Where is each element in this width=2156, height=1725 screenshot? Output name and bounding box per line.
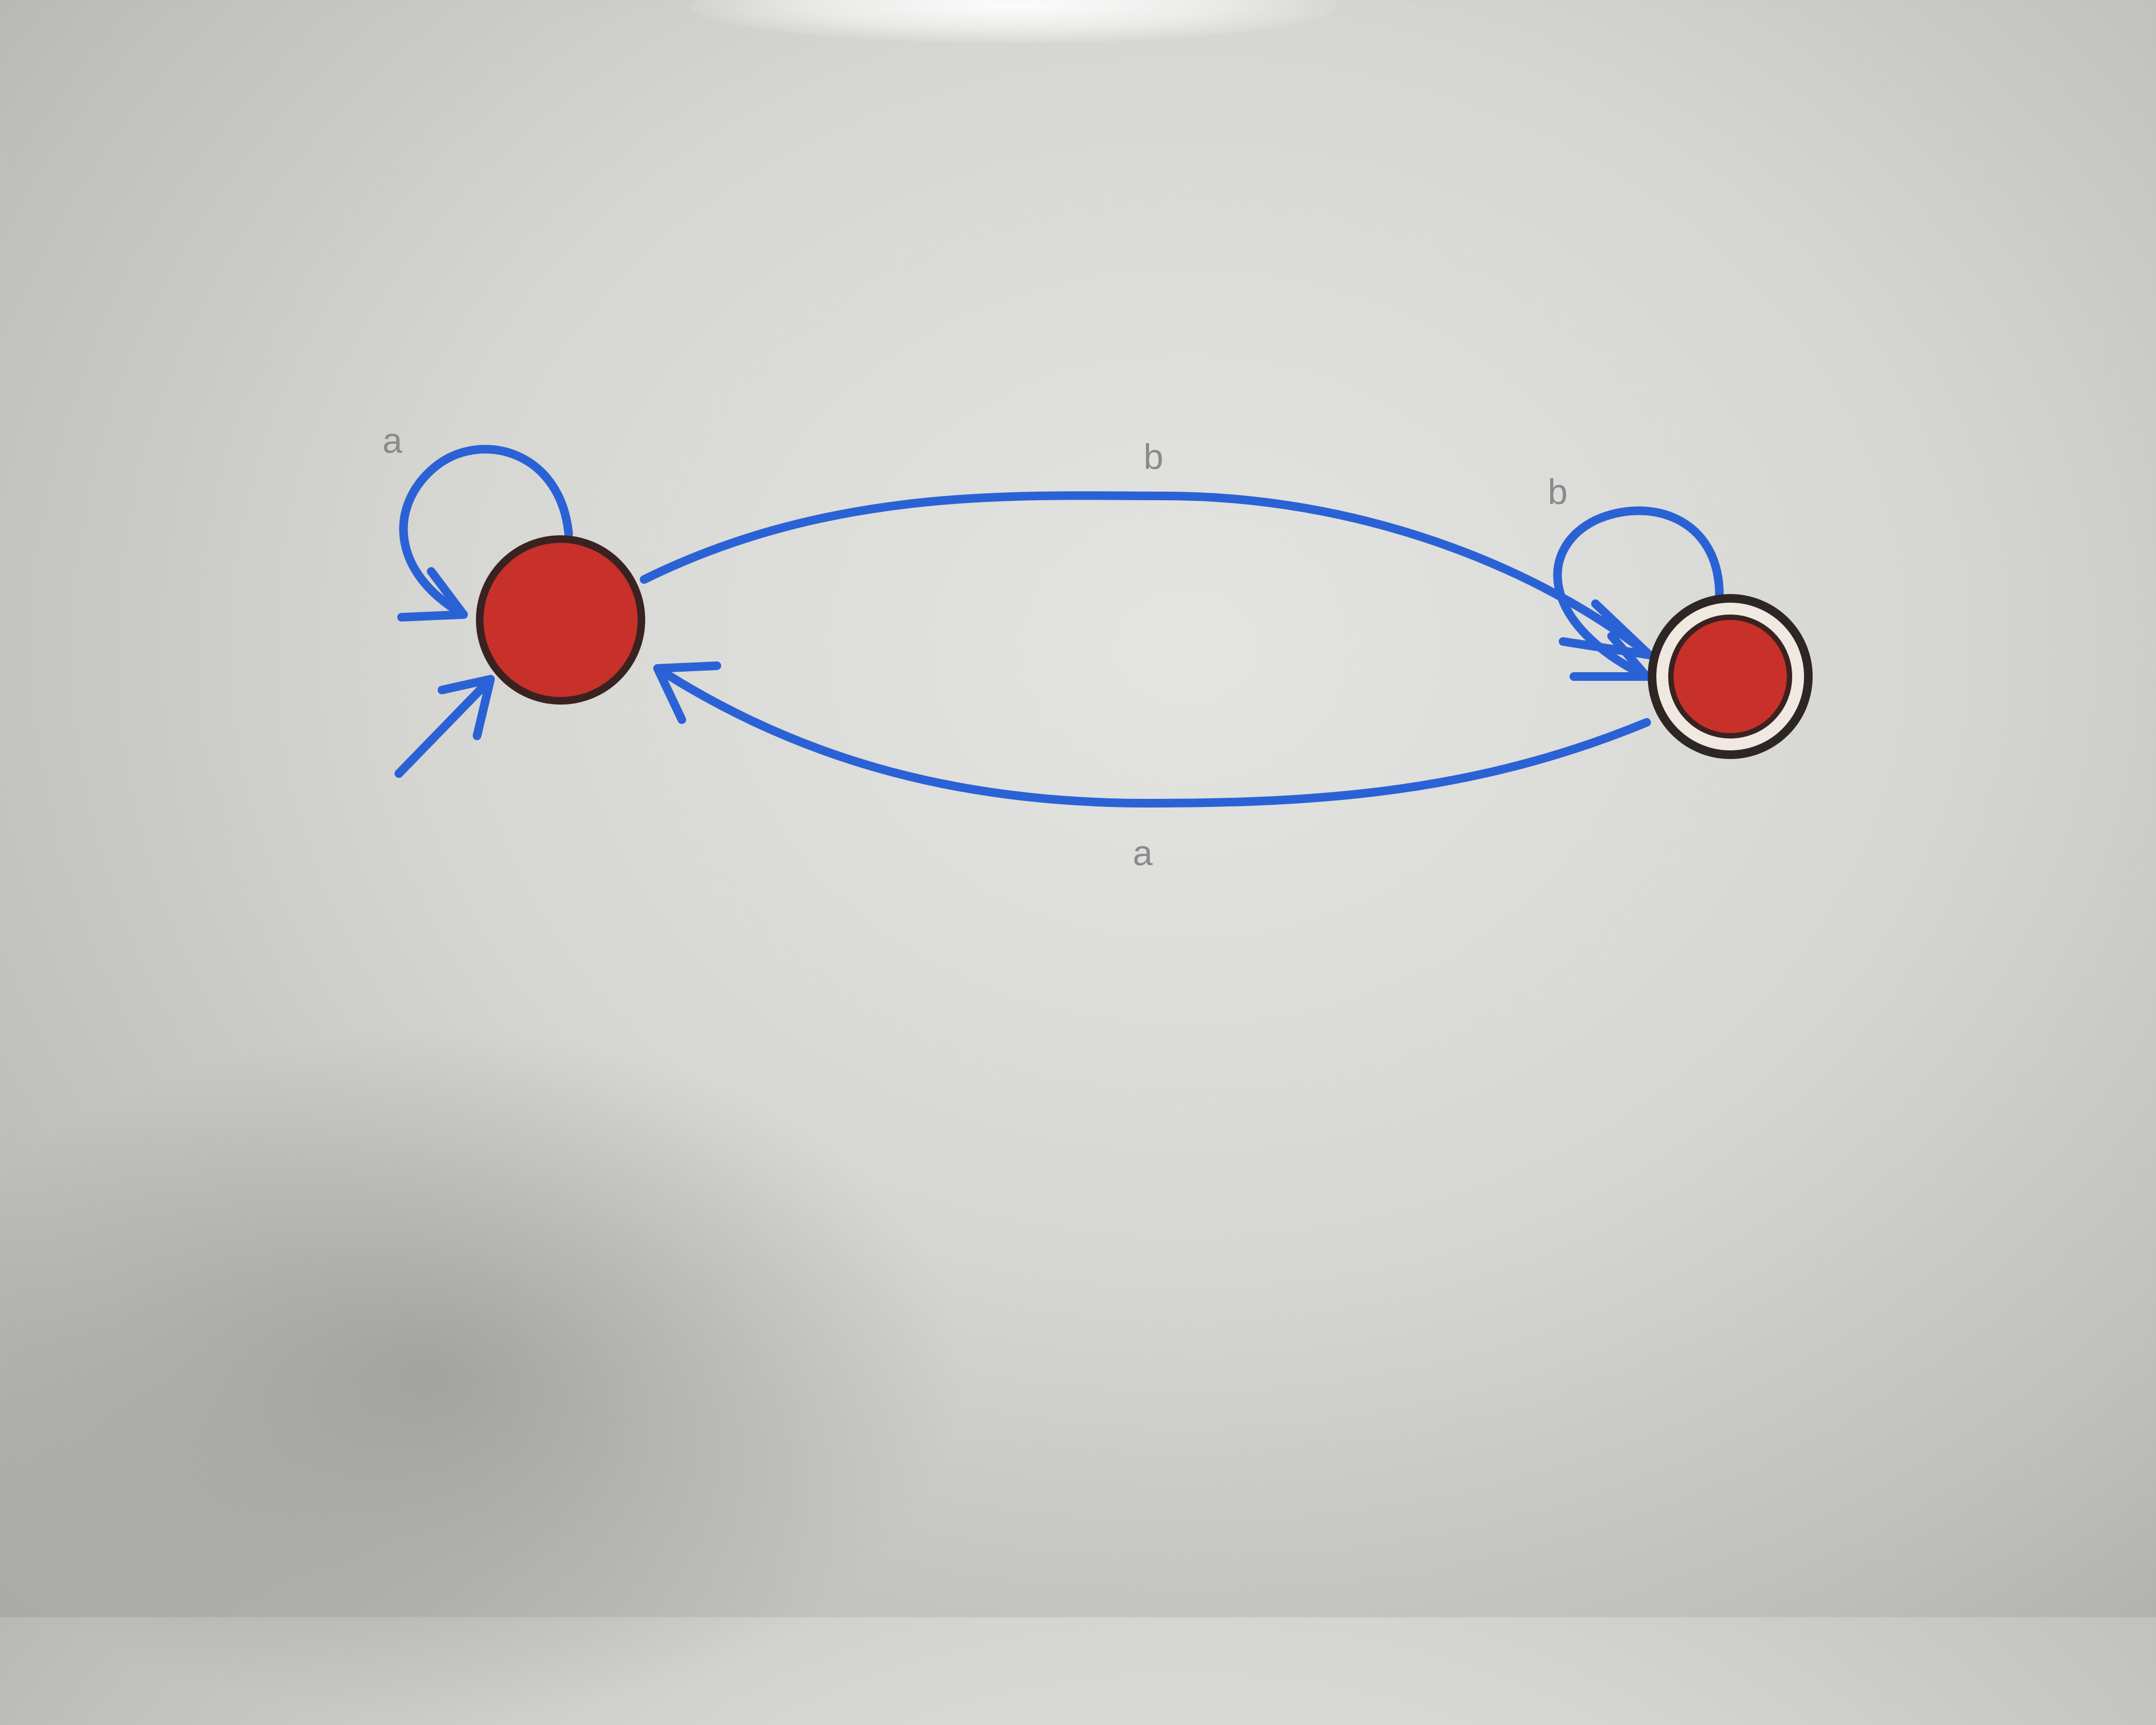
edge-q0-q0	[399, 445, 573, 619]
edge-q0-q1	[640, 491, 1654, 659]
label-q0-q1: b	[1144, 437, 1164, 477]
diagram-canvas: a b b a	[0, 0, 1813, 1725]
initial-arrowhead	[438, 675, 495, 740]
automaton-diagram: a b b a	[383, 420, 1813, 873]
arrowhead-q0-q0	[397, 567, 468, 622]
state-q0	[476, 535, 645, 705]
initial-arrow	[395, 675, 495, 778]
arrowhead-q1-q0	[653, 661, 721, 724]
label-q0-q0: a	[383, 420, 403, 460]
label-q1-q1: b	[1548, 472, 1568, 512]
edge-q1-q1	[1553, 506, 1724, 681]
edge-q1-q0	[653, 664, 1651, 808]
label-q1-q0: a	[1133, 833, 1153, 873]
screen-shadow	[0, 1024, 970, 1725]
state-q1	[1668, 615, 1792, 739]
arrowhead-q1-q1	[1570, 632, 1651, 681]
